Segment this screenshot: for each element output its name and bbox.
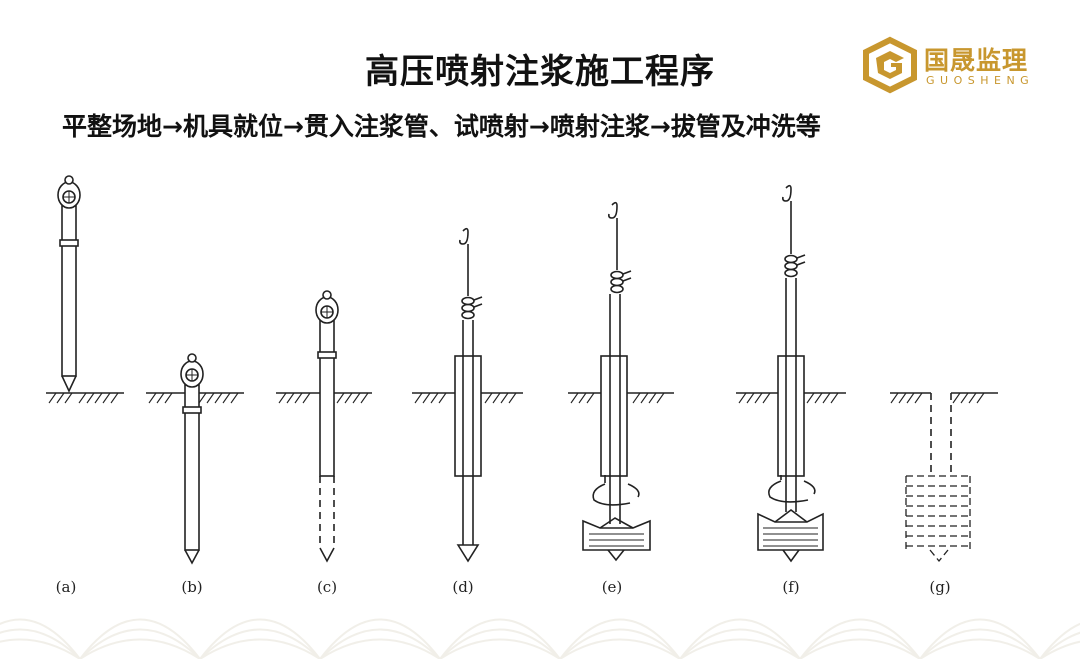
step-b-figure — [146, 353, 244, 565]
logo-mark-icon — [863, 36, 917, 94]
step-c-figure — [276, 290, 372, 563]
step-e-caption: (e) — [602, 578, 623, 596]
step-f-figure — [736, 184, 846, 563]
logo-name: 国晟监理 — [924, 46, 1029, 75]
step-a-caption: (a) — [56, 578, 77, 596]
step-e-figure — [568, 201, 674, 562]
step-a-figure — [46, 175, 124, 404]
step-g-caption: (g) — [929, 578, 950, 596]
step-c-caption: (c) — [317, 578, 337, 596]
step-f-caption: (f) — [782, 578, 799, 596]
background-pattern — [0, 618, 1080, 659]
page-title: 高压喷射注浆施工程序 — [365, 52, 715, 92]
step-d-figure — [412, 227, 523, 563]
jet-grouting-diagram: (a) (b) — [46, 175, 998, 596]
procedure-steps-text: 平整场地→机具就位→贯入注浆管、试喷射→喷射注浆→拔管及冲洗等 — [62, 112, 821, 141]
step-b-caption: (b) — [181, 578, 202, 596]
step-d-caption: (d) — [452, 578, 473, 596]
step-g-figure — [890, 392, 998, 563]
logo-subtitle: GUOSHENG — [926, 74, 1035, 87]
company-logo: 国晟监理 GUOSHENG — [862, 36, 1052, 96]
